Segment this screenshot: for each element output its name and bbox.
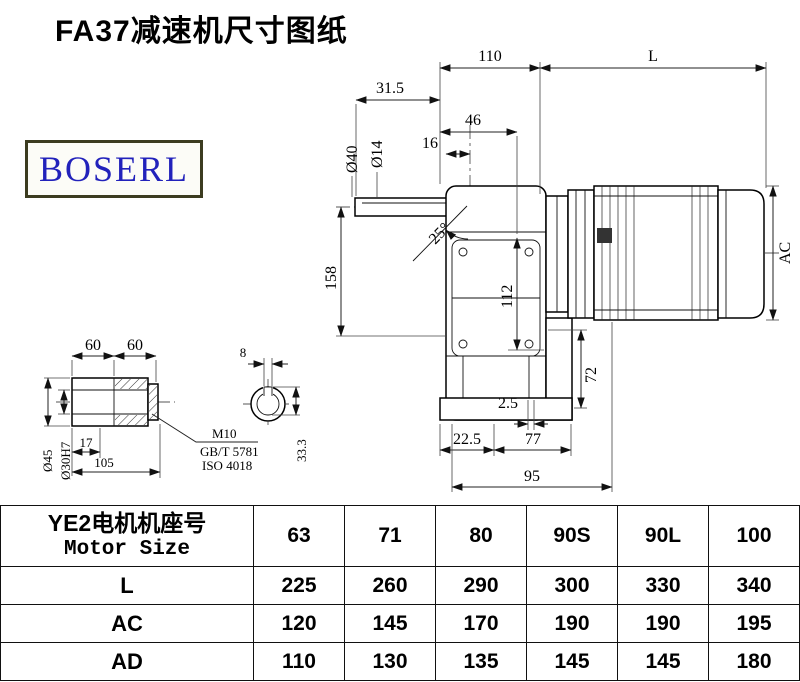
table-cell: 290 xyxy=(435,566,527,605)
dim-22-5: 22.5 xyxy=(453,431,481,448)
table-cell: 195 xyxy=(708,604,800,643)
dim-110: 110 xyxy=(478,48,501,65)
table-cell: 90S xyxy=(526,505,618,567)
table-cell: 130 xyxy=(344,642,436,681)
main-view: 110 L 31.5 46 16 Ø40 Ø14 25° xyxy=(323,48,794,492)
brand-logo-text: BOSERL xyxy=(38,149,190,189)
dim-8: 8 xyxy=(240,345,247,360)
table-cell: 190 xyxy=(526,604,618,643)
motor-terminal-box xyxy=(597,228,612,243)
dim-17: 17 xyxy=(80,435,94,450)
fan-cover xyxy=(717,189,765,319)
dim-dia14: Ø14 xyxy=(369,140,386,168)
table-cell: 90L xyxy=(617,505,709,567)
table-cell: 100 xyxy=(708,505,800,567)
table-cell: 170 xyxy=(435,604,527,643)
table-cell: 145 xyxy=(344,604,436,643)
dim-158: 158 xyxy=(323,266,340,290)
dim-77: 77 xyxy=(525,431,541,448)
dim-60b: 60 xyxy=(127,337,143,354)
table-cell: 80 xyxy=(435,505,527,567)
label-gbt-5781: GB/T 5781 xyxy=(200,444,259,459)
row-label: AC xyxy=(0,604,254,643)
label-iso-4018: ISO 4018 xyxy=(202,458,252,473)
dim-105: 105 xyxy=(94,455,114,470)
table-cell: 190 xyxy=(617,604,709,643)
table-row-AD: AD 110 130 135 145 145 180 xyxy=(0,642,800,681)
table-cell: 180 xyxy=(708,642,800,681)
header-cn: YE2电机机座号 xyxy=(47,510,207,537)
brand-logo: BOSERL xyxy=(25,140,203,198)
dim-112: 112 xyxy=(499,285,516,308)
top-dimensions: 110 L 31.5 46 16 Ø40 Ø14 25° xyxy=(344,48,767,248)
table-cell: 145 xyxy=(617,642,709,681)
table-cell: 330 xyxy=(617,566,709,605)
motor-size-table: YE2电机机座号 Motor Size 63 71 80 90S 90L 100… xyxy=(0,505,800,681)
dim-72: 72 xyxy=(583,367,600,383)
table-cell: 135 xyxy=(435,642,527,681)
dim-AC: AC xyxy=(777,242,794,264)
table-row-L: L 225 260 290 300 330 340 xyxy=(0,566,800,605)
dim-dia30h7: Ø30H7 xyxy=(58,441,73,480)
row-label: AD xyxy=(0,642,254,681)
dim-95: 95 xyxy=(524,468,540,485)
table-cell: 260 xyxy=(344,566,436,605)
table-cell: 145 xyxy=(526,642,618,681)
dim-16: 16 xyxy=(422,135,438,152)
bottom-dimensions: 2.5 22.5 77 95 xyxy=(439,322,613,492)
shaft-section-view: 8 33.3 xyxy=(240,345,309,462)
table-cell: 63 xyxy=(253,505,345,567)
side-dimensions: 158 112 AC 72 xyxy=(323,185,794,409)
dim-46: 46 xyxy=(465,112,481,129)
table-cell: 300 xyxy=(526,566,618,605)
table-cell: 71 xyxy=(344,505,436,567)
table-cell: 120 xyxy=(253,604,345,643)
table-row-AC: AC 120 145 170 190 190 195 xyxy=(0,604,800,643)
dim-dia40: Ø40 xyxy=(344,145,361,173)
label-m10: M10 xyxy=(212,426,237,441)
table-cell: 340 xyxy=(708,566,800,605)
dim-31-5: 31.5 xyxy=(376,80,404,97)
dim-33-3: 33.3 xyxy=(294,439,309,462)
dim-60a: 60 xyxy=(85,337,101,354)
page-title: FA37减速机尺寸图纸 xyxy=(55,15,348,48)
header-en: Motor Size xyxy=(63,537,191,561)
technical-drawing: 110 L 31.5 46 16 Ø40 Ø14 25° xyxy=(40,48,794,492)
dim-dia45: Ø45 xyxy=(40,450,55,472)
table-header-row: YE2电机机座号 Motor Size 63 71 80 90S 90L 100 xyxy=(0,505,800,567)
table-header-cell: YE2电机机座号 Motor Size xyxy=(0,505,254,567)
dim-2-5: 2.5 xyxy=(498,395,518,412)
motor xyxy=(545,185,765,321)
table-cell: 225 xyxy=(253,566,345,605)
dim-L: L xyxy=(648,48,658,65)
table-cell: 110 xyxy=(253,642,345,681)
shaft-detail-view: 60 60 Ø45 Ø30H7 17 105 M10 GB/T 5781 ISO… xyxy=(40,337,259,480)
row-label: L xyxy=(0,566,254,605)
